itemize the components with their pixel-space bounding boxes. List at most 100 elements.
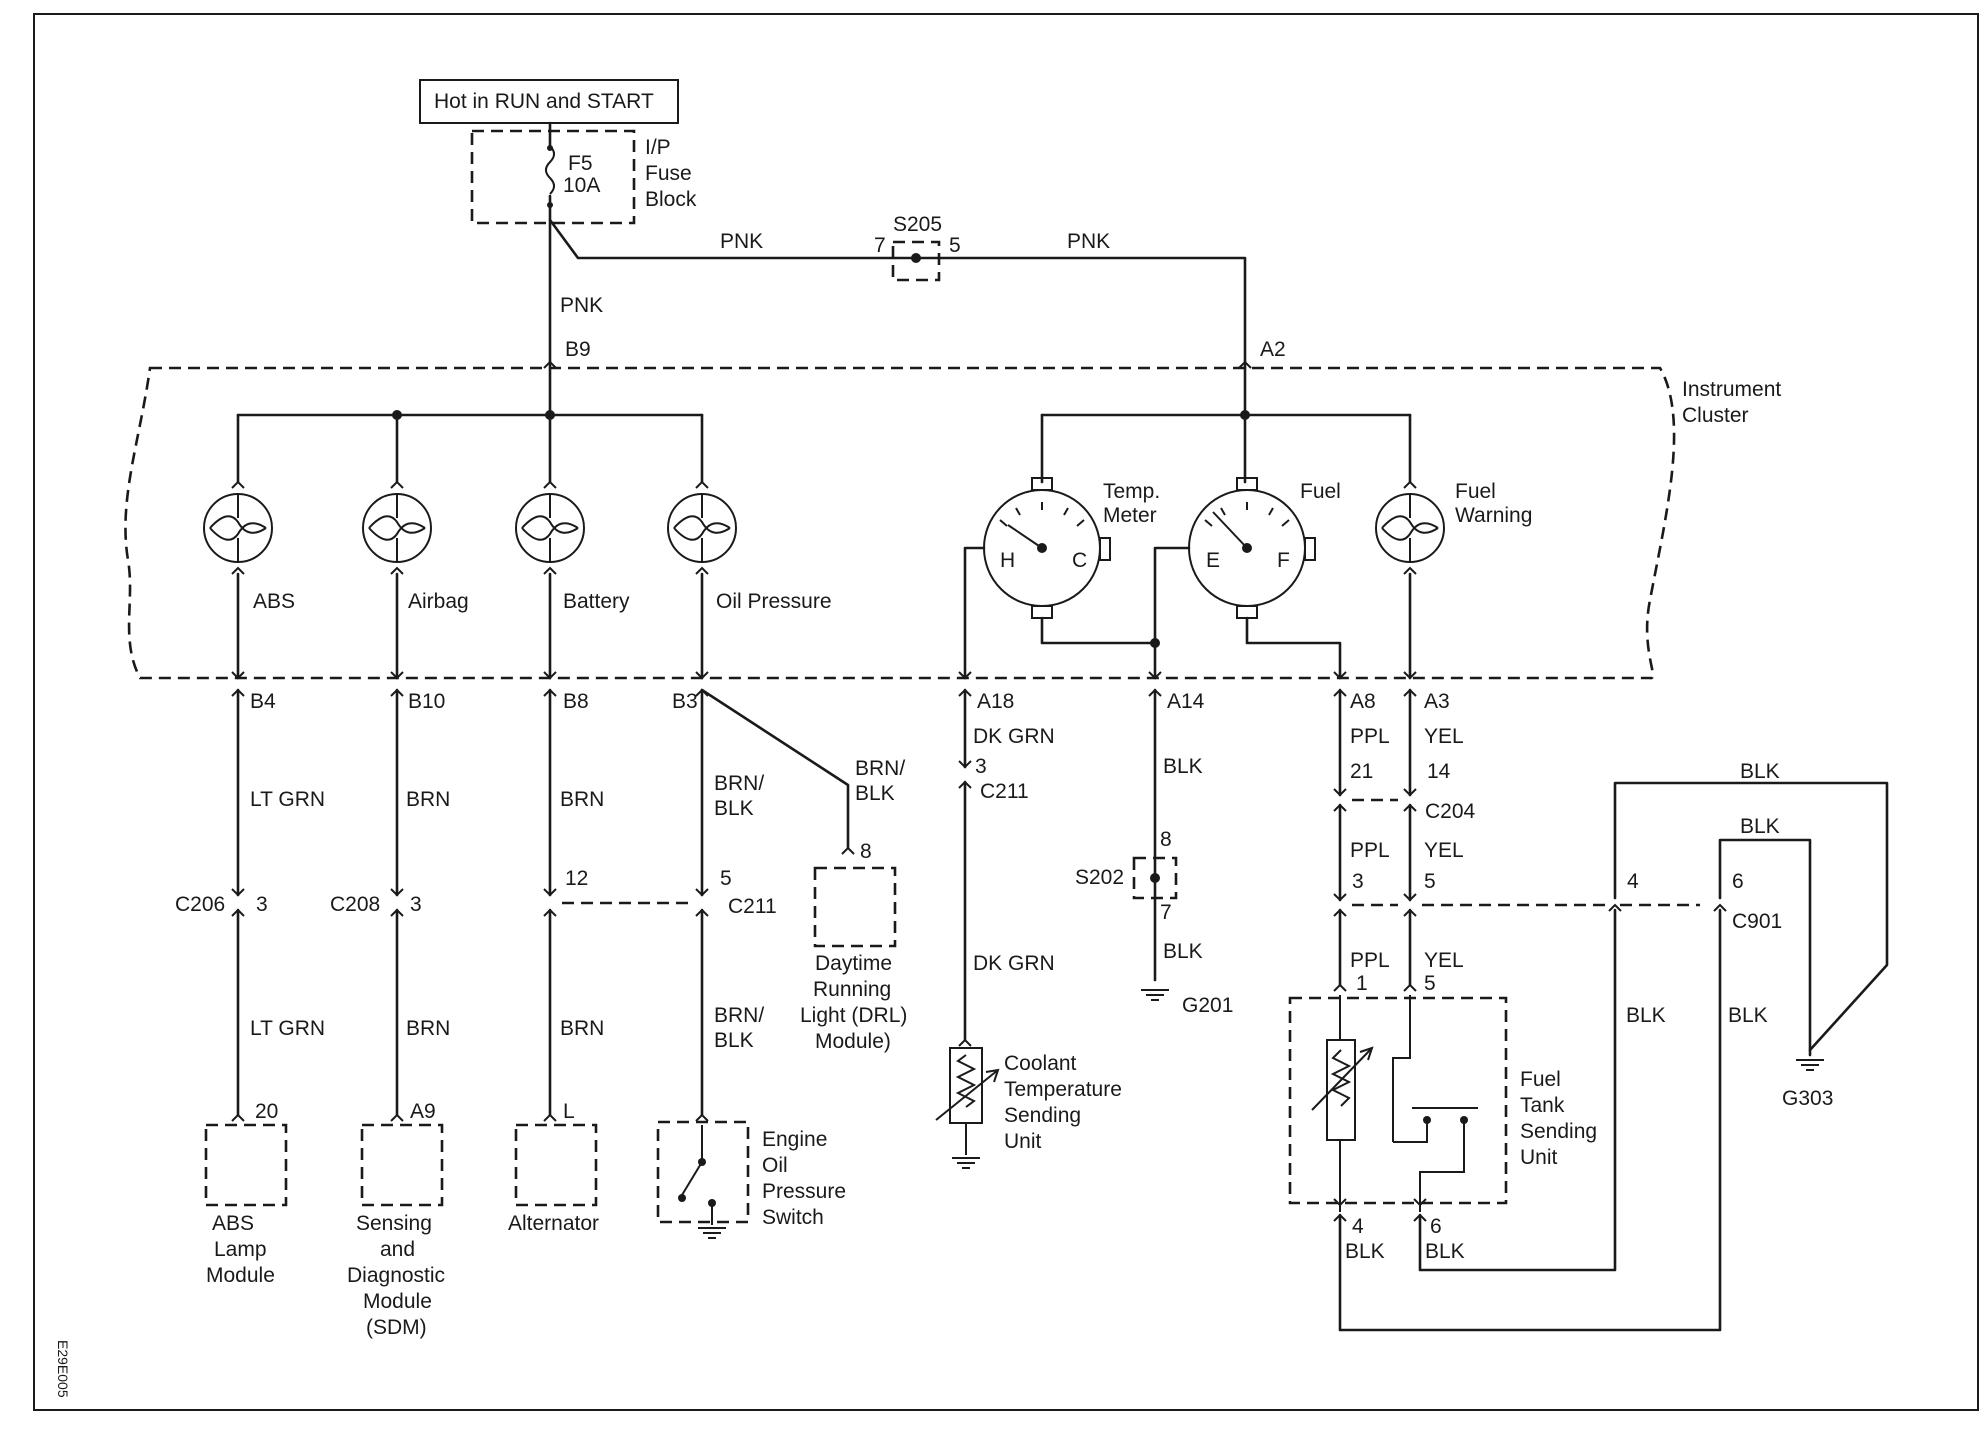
wire-dk-grn-b: DK GRN	[973, 952, 1055, 975]
temp-meter-label-2: Meter	[1103, 504, 1157, 527]
splice-s205	[891, 240, 941, 282]
oil-switch-icon	[678, 1125, 716, 1225]
fuel-tank-label-3: Sending	[1520, 1120, 1597, 1143]
wire-brn-d: BRN	[560, 1017, 604, 1040]
ftsu-pin-ppl: 1	[1356, 972, 1368, 995]
oil-switch-label-2: Oil	[762, 1154, 788, 1177]
drl-label-1: Daytime	[815, 952, 892, 975]
temp-meter-label-1: Temp.	[1103, 480, 1160, 503]
sdm-label-2: and	[380, 1238, 415, 1261]
wire-yel-b: YEL	[1424, 839, 1464, 862]
coolant-label-3: Sending	[1004, 1104, 1081, 1127]
oil-switch-label-1: Engine	[762, 1128, 827, 1151]
drl-label-2: Running	[813, 978, 891, 1001]
c901-label: C901	[1732, 910, 1782, 933]
abs-pin: 20	[255, 1100, 278, 1123]
oil-pressure-lamp-icon	[667, 481, 737, 575]
drl-label-3: Light (DRL)	[800, 1004, 907, 1027]
wire-blk-c901-b: BLK	[1728, 1004, 1768, 1027]
coolant-label-2: Temperature	[1004, 1078, 1122, 1101]
splice-s205-out: 5	[949, 234, 961, 257]
ftsu-pin-6: 6	[1430, 1215, 1442, 1238]
wire-brn-blk-b1: BRN/	[855, 757, 905, 780]
c206-label: C206	[175, 893, 225, 916]
pin-b10: B10	[408, 690, 445, 713]
fuse-block-line-1: I/P	[645, 136, 671, 159]
fuel-gauge-label: Fuel	[1300, 480, 1341, 503]
c204-label: C204	[1425, 800, 1476, 823]
temp-gauge-icon	[983, 477, 1111, 619]
coolant-label-1: Coolant	[1004, 1052, 1077, 1075]
wire-yel-a: YEL	[1424, 725, 1464, 748]
wire-blk-ftsu-6: BLK	[1425, 1240, 1465, 1263]
fuel-level-sensor-icon	[1311, 995, 1374, 1212]
battery-lamp-icon	[515, 481, 585, 575]
fuse-block	[470, 129, 636, 225]
temp-h: H	[1000, 549, 1015, 572]
wire-ppl-b: PPL	[1350, 839, 1390, 862]
wire-blk-top-b: BLK	[1740, 815, 1780, 838]
temp-c: C	[1072, 549, 1087, 572]
abs-label-3: Module	[206, 1264, 275, 1287]
fuel-warning-label-1: Fuel	[1455, 480, 1496, 503]
fuel-gauge-icon	[1188, 477, 1316, 619]
c206-pin: 3	[256, 893, 268, 916]
wire-brn-c: BRN	[560, 788, 604, 811]
fuse-block-line-2: Fuse	[645, 162, 692, 185]
pin-a2: A2	[1260, 338, 1286, 361]
wire-dk-grn-a: DK GRN	[973, 725, 1055, 748]
splice-s202-out: 7	[1160, 901, 1172, 924]
alternator-box	[514, 1123, 598, 1207]
fuse-rating: 10A	[563, 174, 600, 197]
fuel-low-switch-icon	[1392, 995, 1478, 1212]
lamp-label-abs: ABS	[253, 590, 295, 613]
figure-id: E29E005	[55, 1340, 71, 1398]
c211-coolant-label: C211	[980, 780, 1029, 803]
wire-brn-a: BRN	[406, 788, 450, 811]
drl-label-4: Module)	[815, 1030, 891, 1053]
wire-blk-a14: BLK	[1163, 755, 1203, 778]
lamp-label-airbag: Airbag	[408, 590, 469, 613]
fuse-block-line-3: Block	[645, 188, 697, 211]
c208-pin: 3	[410, 893, 422, 916]
wire-lt-grn-b: LT GRN	[250, 1017, 325, 1040]
pin-b8: B8	[563, 690, 589, 713]
sdm-box	[360, 1123, 444, 1207]
fuel-warning-lamp-icon	[1375, 481, 1445, 575]
wire-brn-blk-b2: BLK	[855, 782, 895, 805]
alt-label: Alternator	[508, 1212, 599, 1235]
abs-label-2: Lamp	[214, 1238, 267, 1261]
splice-s202	[1132, 856, 1178, 900]
c211-coolant-pin: 3	[975, 755, 987, 778]
fuse-symbol	[545, 145, 555, 195]
ftsu-pin-yel: 5	[1424, 972, 1436, 995]
abs-label-1: ABS	[212, 1212, 254, 1235]
pin-a8: A8	[1350, 690, 1376, 713]
c204-ppl-top: 21	[1350, 760, 1373, 783]
lamp-label-oil: Oil Pressure	[716, 590, 832, 613]
wire-brn-blk-a2: BLK	[714, 797, 754, 820]
power-source-label: Hot in RUN and START	[434, 90, 654, 113]
wire-brn-blk-c2: BLK	[714, 1029, 754, 1052]
wire-ppl-a: PPL	[1350, 725, 1390, 748]
pin-b9: B9	[565, 338, 591, 361]
c208-label: C208	[330, 893, 380, 916]
sdm-label-1: Sensing	[356, 1212, 432, 1235]
wire-label-pnk-c: PNK	[560, 294, 603, 317]
splice-s205-label: S205	[893, 213, 942, 236]
pin-b3: B3	[672, 690, 698, 713]
coolant-sensor-icon	[935, 1047, 1000, 1155]
wire-blk-ftsu-4: BLK	[1345, 1240, 1385, 1263]
pin-a3: A3	[1424, 690, 1450, 713]
c211-oil-pin: 5	[720, 867, 732, 890]
wire-ppl-c: PPL	[1350, 949, 1390, 972]
fuel-tank-label-2: Tank	[1520, 1094, 1565, 1117]
page-border	[33, 13, 1979, 1411]
wire-blk-c901-a: BLK	[1626, 1004, 1666, 1027]
splice-s205-in: 7	[874, 234, 886, 257]
cluster-label-2: Cluster	[1682, 404, 1749, 427]
pin-a18: A18	[977, 690, 1014, 713]
wire-brn-blk-c1: BRN/	[714, 1004, 764, 1027]
sdm-label-5: (SDM)	[366, 1316, 427, 1339]
